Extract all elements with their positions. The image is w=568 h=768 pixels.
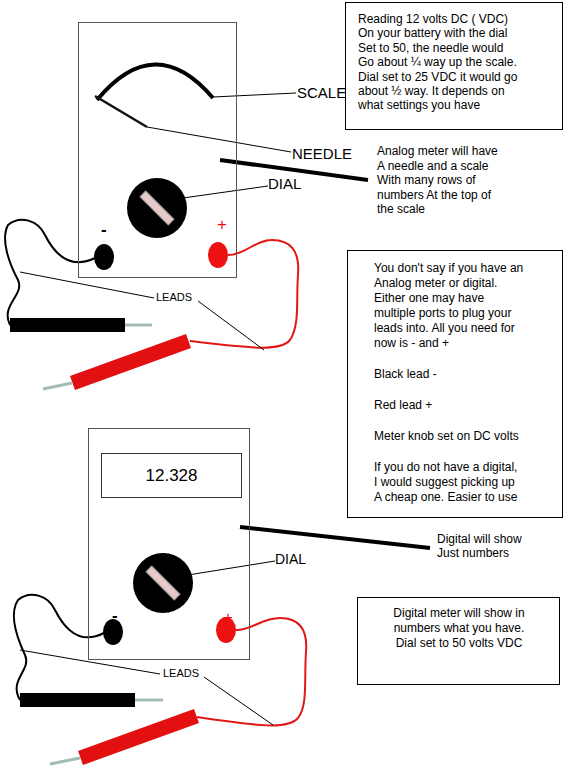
black-probe: [20, 693, 135, 707]
probe-tip: [125, 324, 152, 327]
selector-dial: [133, 553, 193, 613]
note-text: Red lead +: [374, 398, 534, 413]
note-text: If you do not have a digital, I would su…: [374, 460, 522, 505]
note-text: Digital will show Just numbers: [437, 532, 537, 560]
display-reading: 12.328: [146, 466, 198, 486]
black-probe: [10, 318, 125, 332]
note-text: Analog meter will have A needle and a sc…: [377, 144, 505, 217]
port-sign: -: [112, 607, 118, 624]
meter-body: -+: [78, 22, 237, 278]
red-wire: [190, 240, 298, 348]
note-text: Black lead -: [374, 367, 534, 382]
meter-scale: [97, 64, 213, 100]
text-box: You don't say if you have an Analog mete…: [347, 250, 563, 518]
port-sign: -: [101, 221, 107, 238]
part-label: SCALE: [297, 85, 346, 102]
probe-tip: [50, 758, 80, 764]
display-screen: 12.328: [101, 453, 242, 498]
text-box: Digital meter will show in numbers what …: [357, 597, 560, 685]
red-wire: [197, 618, 306, 725]
dial-pointer: [146, 566, 180, 600]
part-label: DIAL: [268, 176, 301, 193]
red-probe: [78, 709, 199, 765]
black-wire: [5, 220, 95, 325]
black-wire: [14, 595, 104, 700]
leader-line: [213, 93, 296, 97]
pointer-line: [240, 527, 430, 548]
port-sign: +: [223, 609, 233, 626]
meter-body: - +12.328: [88, 428, 250, 660]
probe-tip: [43, 383, 72, 389]
note-text: Reading 12 volts DC ( VDC) On your batte…: [358, 12, 520, 113]
part-label: LEADS: [163, 667, 199, 679]
leader-line: [188, 561, 275, 575]
dial-pointer: [140, 191, 174, 225]
note-text: Digital meter will show in numbers what …: [384, 606, 534, 651]
leader-line: [183, 186, 268, 198]
text-box: Reading 12 volts DC ( VDC) On your batte…: [345, 2, 563, 130]
selector-dial: [127, 178, 187, 238]
part-label: DIAL: [275, 552, 306, 567]
leader-line: [198, 301, 264, 350]
leader-line: [20, 272, 154, 298]
part-label: NEEDLE: [292, 146, 352, 163]
note-text: You don't say if you have an Analog mete…: [374, 261, 527, 351]
leader-line: [204, 677, 273, 725]
leader-line: [20, 650, 160, 674]
red-port: [208, 242, 228, 268]
part-label: LEADS: [156, 291, 192, 303]
black-port: [94, 244, 114, 270]
red-probe: [70, 334, 191, 390]
leader-line: [147, 127, 291, 152]
port-sign: +: [217, 216, 227, 233]
note-text: Meter knob set on DC volts: [374, 429, 544, 444]
meter-needle: [95, 96, 147, 127]
probe-tip: [135, 699, 163, 702]
